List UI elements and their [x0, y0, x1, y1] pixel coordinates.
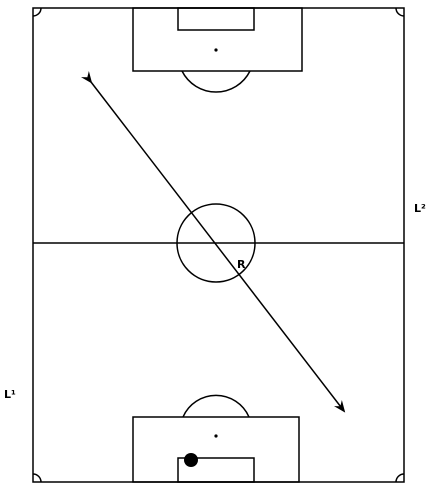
corner-arc-top-left [32, 7, 42, 17]
field-boundary [32, 7, 405, 483]
bottom-penalty-arc [182, 394, 250, 418]
referee-diagonal-arrow [80, 71, 346, 413]
line-two-label: L² [414, 202, 426, 215]
corner-arc-top-right [395, 7, 405, 17]
top-penalty-spot [214, 48, 218, 52]
bottom-goal-area [177, 457, 255, 483]
corner-arc-bottom-right [395, 473, 405, 483]
bottom-penalty-spot [214, 434, 218, 438]
top-goal-area [177, 7, 255, 31]
bottom-penalty-area [132, 416, 300, 483]
line-one-label: L¹ [4, 388, 16, 401]
top-penalty-arc [181, 70, 251, 93]
ball [184, 453, 198, 467]
corner-arc-bottom-left [32, 473, 42, 483]
top-penalty-area [132, 7, 303, 72]
referee-label: R [237, 258, 246, 271]
